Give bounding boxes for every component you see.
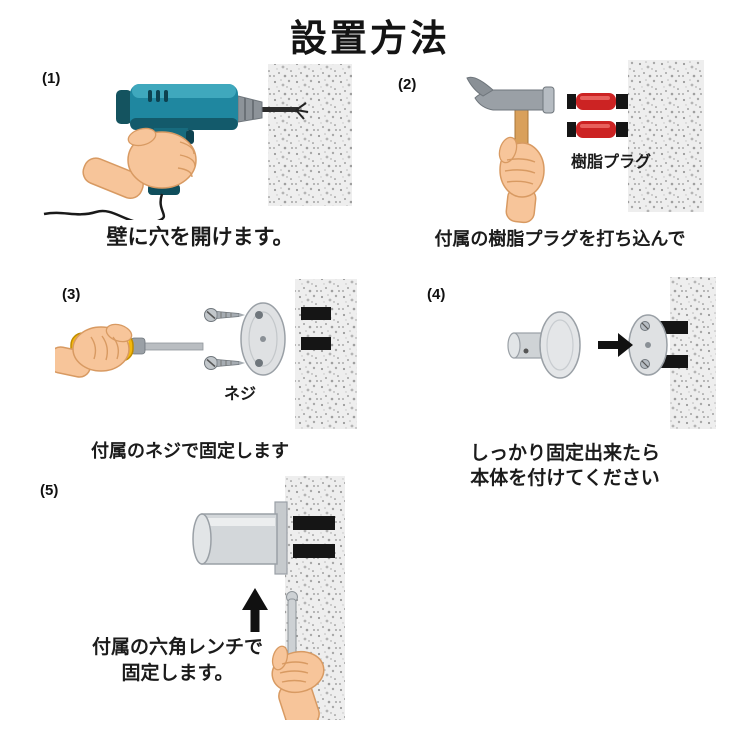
step-4-illustration	[507, 277, 716, 429]
screw-icon	[204, 308, 245, 322]
fixed-plate-icon	[628, 314, 668, 376]
hand-icon	[82, 127, 197, 199]
step-1-caption: 壁に穴を開けます。	[106, 226, 294, 249]
step-3-number: (3)	[62, 286, 81, 303]
step-5-illustration	[192, 476, 345, 720]
screw-label: ネジ	[223, 386, 256, 403]
up-arrow-icon	[242, 588, 268, 632]
resin-plug-icon	[567, 121, 628, 138]
step-5-caption-line2: 固定します。	[121, 663, 234, 684]
step-2-illustration	[466, 60, 704, 224]
plug-in-wall-icon	[301, 337, 331, 350]
drill-bit-icon	[258, 102, 309, 120]
wall-block	[295, 279, 357, 429]
step-4-caption-line2: 本体を付けてください	[470, 468, 660, 489]
hand-icon	[498, 136, 545, 224]
step-3-illustration	[55, 279, 357, 429]
hex-wrench-icon	[286, 591, 298, 670]
hand-icon	[55, 323, 133, 378]
step-2-number: (2)	[398, 76, 417, 93]
resin-plug-icon	[567, 93, 628, 110]
plug-in-wall-icon	[293, 544, 335, 558]
step-3-caption: 付属のネジで固定します	[91, 441, 289, 461]
plug-in-wall-icon	[293, 516, 335, 530]
step-1-illustration	[43, 64, 352, 220]
mounted-hook-icon	[192, 501, 288, 575]
step-1-number: (1)	[42, 70, 61, 87]
wall-block	[670, 277, 716, 429]
hand-icon	[271, 645, 325, 720]
right-arrow-icon	[598, 333, 633, 357]
step-4-caption-line1: しっかり固定出来たら	[469, 443, 660, 464]
power-cord-icon	[43, 193, 166, 220]
step-4-number: (4)	[427, 286, 446, 303]
resin-plug-label: 樹脂プラグ	[570, 154, 651, 171]
screw-icon	[204, 356, 245, 370]
hook-body-icon	[507, 311, 581, 379]
wall-block	[628, 60, 704, 212]
step-2-caption: 付属の樹脂プラグを打ち込んで	[434, 229, 686, 249]
step-5-number: (5)	[40, 482, 59, 499]
plug-in-wall-icon	[301, 307, 331, 320]
wall-block	[268, 64, 352, 206]
mounting-plate-icon	[240, 302, 286, 376]
page-title: 設置方法	[290, 18, 450, 59]
step-5-caption-line1: 付属の六角レンチで	[91, 637, 263, 658]
